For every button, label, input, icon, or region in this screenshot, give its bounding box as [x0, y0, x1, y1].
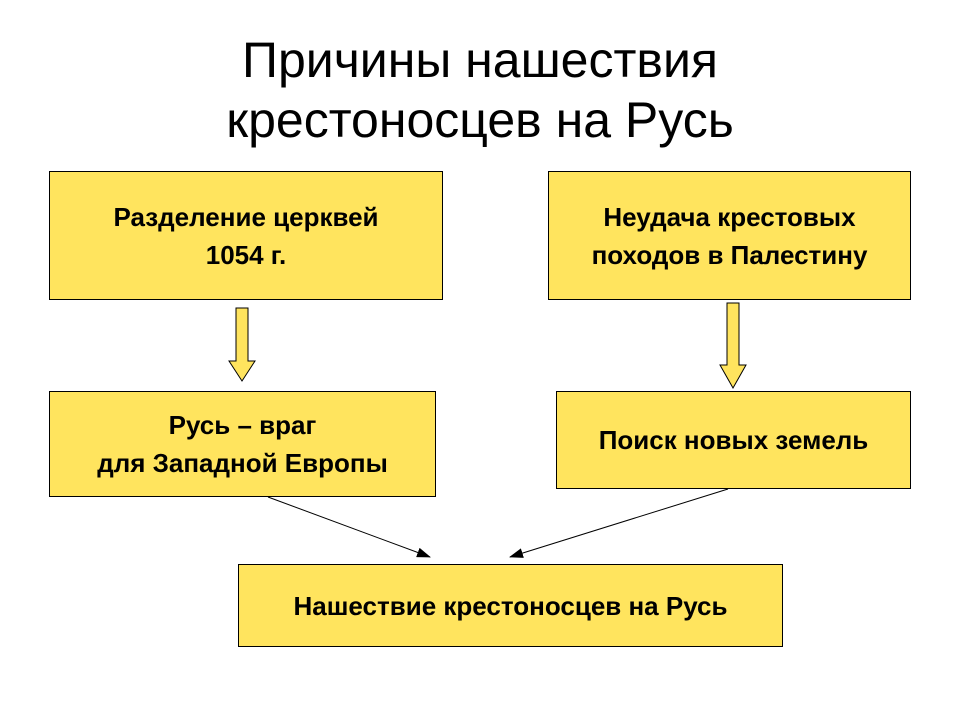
title-line-2: крестоносцев на Русь	[226, 92, 734, 148]
block-arrow-left	[228, 307, 256, 382]
box-rus-enemy-line-2: для Западной Европы	[97, 448, 388, 478]
page-title: Причины нашествия крестоносцев на Русь	[0, 30, 960, 150]
box-rus-enemy-line-1: Русь – враг	[168, 410, 317, 440]
box-new-lands-line-1: Поиск новых земель	[598, 425, 869, 455]
title-line-1: Причины нашествия	[242, 32, 718, 88]
arrow-enemy-to-invasion	[267, 496, 431, 558]
box-church-schism: Разделение церквей 1054 г.	[49, 171, 443, 300]
box-failed-crusades-line-1: Неудача крестовых	[603, 201, 856, 232]
box-church-schism-line-2: 1054 г.	[205, 239, 287, 270]
block-arrow-right	[719, 302, 747, 390]
arrow-lands-to-invasion	[509, 488, 729, 558]
box-failed-crusades-line-2: походов в Палестину	[591, 239, 868, 270]
box-rus-enemy: Русь – враг для Западной Европы	[49, 391, 436, 497]
box-crusader-invasion: Нашествие крестоносцев на Русь	[238, 564, 783, 647]
box-crusader-invasion-line-1: Нашествие крестоносцев на Русь	[293, 590, 728, 621]
box-church-schism-line-1: Разделение церквей	[113, 201, 379, 232]
box-failed-crusades: Неудача крестовых походов в Палестину	[548, 171, 911, 300]
box-new-lands: Поиск новых земель	[556, 391, 911, 489]
